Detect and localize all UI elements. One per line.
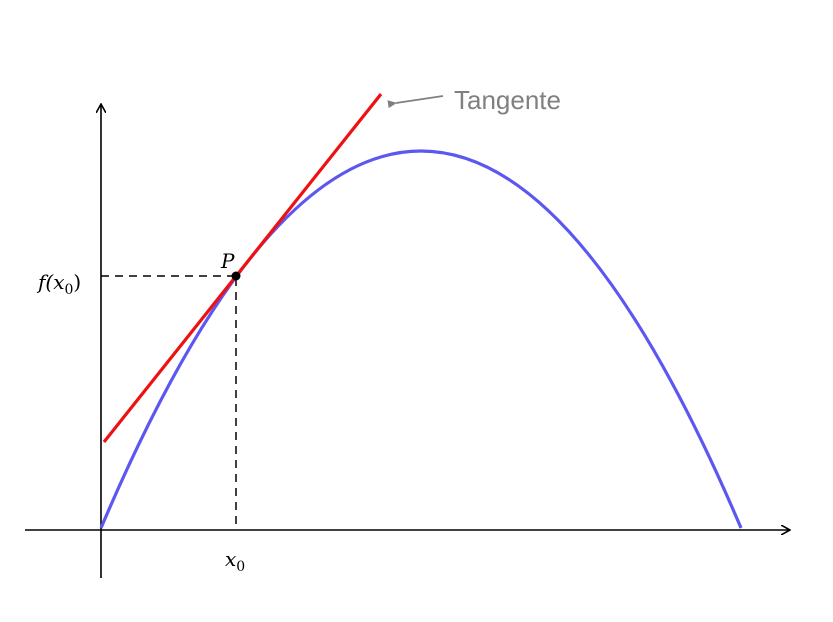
point-p-marker (231, 271, 241, 281)
fx0-label-post: ) (73, 270, 81, 294)
x0-label: x0 (225, 547, 245, 575)
tangent-callout-arrow (387, 95, 444, 109)
x0-label-var: x (225, 547, 236, 571)
fx0-label-var: x (53, 270, 64, 294)
fx0-label-sub: 0 (65, 282, 74, 298)
function-curve (99, 149, 743, 529)
fx0-label-pre: f( (36, 270, 54, 294)
fx0-label: f(x0) (36, 270, 81, 298)
tangent-callout-label: Tangente (454, 85, 561, 115)
point-p-label: P (220, 249, 235, 273)
x0-label-sub: 0 (236, 559, 245, 575)
tangent-line (102, 93, 383, 443)
